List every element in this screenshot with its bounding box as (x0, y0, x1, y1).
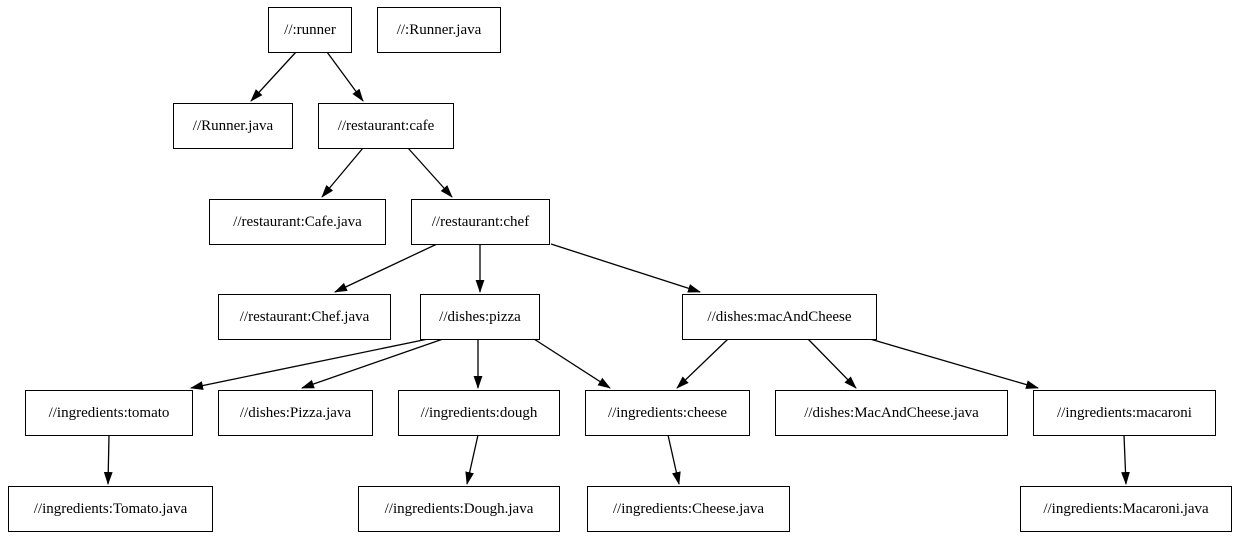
graph-node-label: //restaurant:Chef.java (239, 308, 370, 325)
graph-node-label: //ingredients:Dough.java (384, 500, 534, 517)
graph-edge-mac-and-cheese-to-cheese (676, 338, 729, 389)
graph-edge-dough-to-dough-java (465, 434, 479, 485)
graph-node-label: //restaurant:Cafe.java (233, 213, 362, 230)
graph-node-chef-java: //restaurant:Chef.java (218, 294, 391, 340)
graph-edge-cheese-to-cheese-java (667, 434, 681, 485)
graph-node-runner-java-top: //:Runner.java (377, 7, 501, 53)
graph-node-label: //ingredients:cheese (607, 404, 728, 421)
graph-node-label: //restaurant:cafe (337, 117, 435, 134)
graph-node-label: //restaurant:chef (431, 213, 530, 230)
graph-edge-mac-and-cheese-to-mac-and-cheese-java (807, 338, 857, 389)
graph-node-cafe-java: //restaurant:Cafe.java (209, 199, 386, 245)
graph-node-label: //:Runner.java (396, 21, 482, 38)
graph-node-label: //dishes:Pizza.java (239, 404, 352, 421)
graph-edge-runner-to-runner-java-file (250, 51, 297, 102)
graph-edge-tomato-to-tomato-java (103, 434, 113, 485)
graph-node-label: //ingredients:dough (420, 404, 538, 421)
graph-node-cheese: //ingredients:cheese (585, 390, 750, 436)
graph-node-tomato-java: //ingredients:Tomato.java (8, 486, 213, 532)
graph-node-label: //dishes:pizza (439, 308, 521, 325)
graph-node-label: //ingredients:Tomato.java (33, 500, 188, 517)
graph-node-label: //Runner.java (192, 117, 274, 134)
graph-node-mac-and-cheese-java: //dishes:MacAndCheese.java (775, 390, 1008, 436)
graph-node-macaroni-java: //ingredients:Macaroni.java (1020, 486, 1232, 532)
graph-node-runner-java-file: //Runner.java (173, 103, 293, 149)
graph-node-cafe: //restaurant:cafe (318, 103, 454, 149)
graph-node-label: //ingredients:Macaroni.java (1043, 500, 1209, 517)
graph-node-pizza-java: //dishes:Pizza.java (218, 390, 373, 436)
graph-edge-chef-to-chef-java (334, 243, 438, 293)
graph-node-dough: //ingredients:dough (398, 390, 560, 436)
graph-edge-macaroni-to-macaroni-java (1121, 434, 1130, 485)
graph-node-cheese-java: //ingredients:Cheese.java (587, 486, 790, 532)
graph-node-dough-java: //ingredients:Dough.java (358, 486, 560, 532)
graph-node-label: //ingredients:macaroni (1057, 404, 1192, 421)
graph-edge-cafe-to-chef (407, 147, 453, 198)
graph-edge-pizza-to-pizza-java (301, 338, 444, 389)
graph-edge-runner-to-cafe (326, 51, 364, 102)
graph-node-macaroni: //ingredients:macaroni (1033, 390, 1216, 436)
graph-node-label: //:runner (284, 21, 336, 38)
graph-edge-mac-and-cheese-to-macaroni (869, 338, 1039, 389)
graph-edge-pizza-to-cheese (533, 338, 611, 389)
graph-node-tomato: //ingredients:tomato (25, 390, 193, 436)
graph-edge-pizza-to-tomato (190, 338, 429, 390)
graph-node-runner: //:runner (268, 7, 352, 53)
graph-node-pizza: //dishes:pizza (420, 294, 540, 340)
graph-node-label: //dishes:macAndCheese (707, 308, 852, 325)
graph-edge-cafe-to-cafe-java (321, 147, 364, 198)
graph-edge-chef-to-mac-and-cheese (550, 243, 701, 293)
graph-node-chef: //restaurant:chef (411, 199, 550, 245)
graph-node-label: //ingredients:Cheese.java (612, 500, 765, 517)
graph-node-label: //ingredients:tomato (48, 404, 170, 421)
graph-node-label: //dishes:MacAndCheese.java (804, 404, 979, 421)
graph-node-mac-and-cheese: //dishes:macAndCheese (682, 294, 877, 340)
